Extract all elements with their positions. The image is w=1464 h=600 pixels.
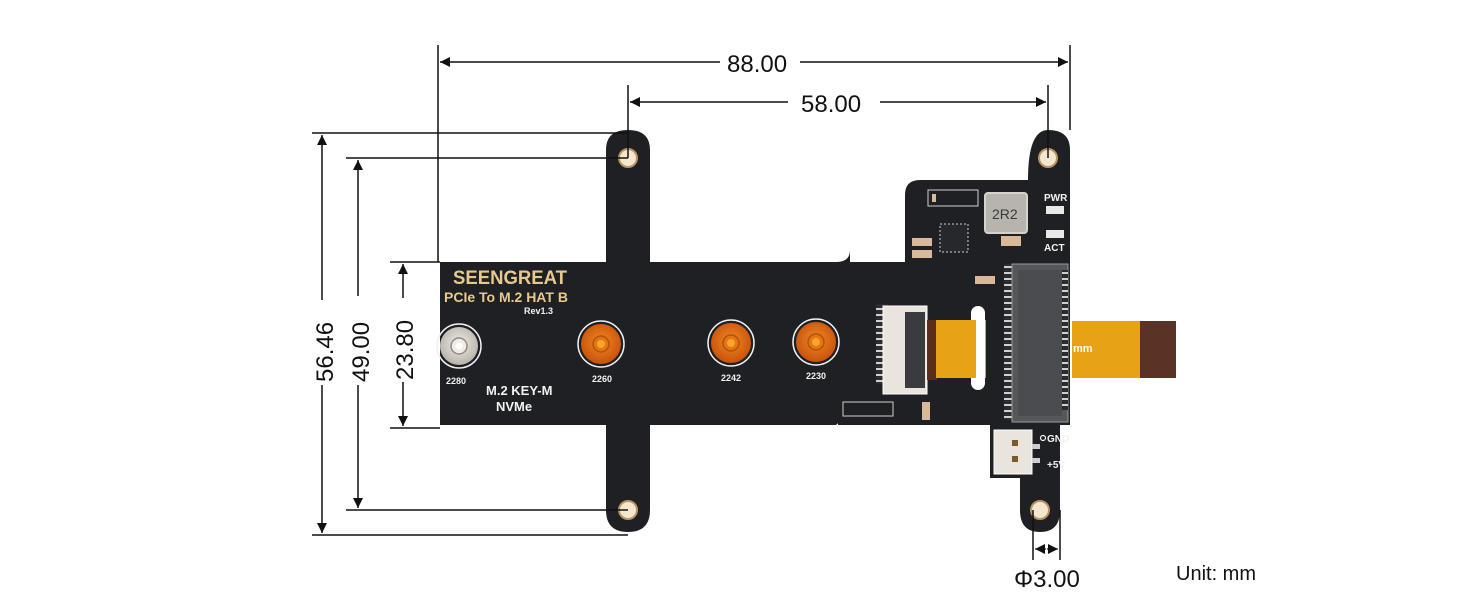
mount-label-2280: 2280 <box>446 376 466 386</box>
inductor-label: 2R2 <box>992 206 1018 222</box>
brand-logo: SEENGREAT <box>453 268 567 289</box>
mount-label-2230: 2230 <box>806 371 826 381</box>
dim-label-hole-spacing-height: 49.00 <box>348 322 375 382</box>
cable-text: mm <box>1073 343 1093 355</box>
dim-label-overall-height: 56.46 <box>312 322 339 382</box>
power-connector <box>993 429 1040 475</box>
dim-label-slot-height: 23.80 <box>392 320 419 380</box>
mount-label-2260: 2260 <box>592 374 612 384</box>
revision-label: Rev1.3 <box>524 306 553 316</box>
m2-slot <box>1004 263 1069 423</box>
standoff-2230 <box>792 318 840 366</box>
dimension-lines <box>312 45 1071 560</box>
mount-label-2242: 2242 <box>721 373 741 383</box>
inductor <box>984 192 1028 234</box>
key-label: M.2 KEY-M <box>486 383 552 398</box>
ic-chip <box>939 223 969 253</box>
led-label-act: ACT <box>1044 243 1065 254</box>
standoff-2280 <box>436 323 482 369</box>
cable-stiffener <box>1140 321 1176 378</box>
power-label-gnd: GND <box>1047 434 1069 445</box>
dim-label-hole-spacing-width: 58.00 <box>801 91 861 118</box>
fpc-connector <box>876 304 937 395</box>
dim-label-overall-width: 88.00 <box>727 51 787 78</box>
led-act <box>1046 230 1064 238</box>
led-pwr <box>1046 206 1064 214</box>
product-name: PCIe To M.2 HAT B <box>444 289 568 305</box>
protocol-label: NVMe <box>496 399 532 414</box>
power-label-5v: +5V <box>1047 460 1065 471</box>
mounting-hole-bottom-right <box>1030 500 1050 520</box>
passive-components <box>842 189 1021 420</box>
standoff-2242 <box>707 319 755 367</box>
standoff-2260 <box>577 320 625 368</box>
fpc-cable <box>1072 321 1140 378</box>
dim-label-hole-diameter: Φ3.00 <box>1014 566 1080 593</box>
unit-label: Unit: mm <box>1176 563 1256 585</box>
led-label-pwr: PWR <box>1044 193 1068 204</box>
